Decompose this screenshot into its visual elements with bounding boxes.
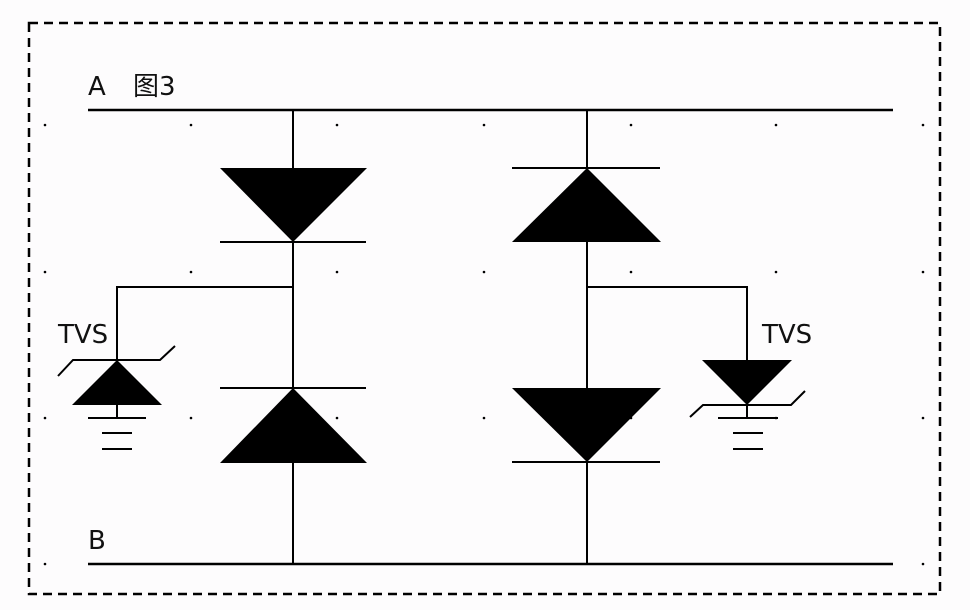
diode-d1 [220, 168, 367, 243]
rail-b-label: B [88, 526, 106, 556]
ground-icon-left [88, 417, 146, 450]
tvs-right [689, 360, 806, 418]
figure-title: 图3 [133, 72, 176, 102]
diode-d4 [512, 388, 661, 463]
rail-a-label: A [88, 72, 106, 102]
grid-dots [43, 123, 925, 566]
tvs-left-label: TVS [57, 320, 108, 350]
ground-icon-right [718, 417, 778, 450]
wires [116, 110, 748, 564]
diode-d2 [220, 387, 367, 463]
tvs-left [57, 345, 176, 418]
tvs-right-label: TVS [761, 320, 812, 350]
diode-d3 [512, 167, 661, 242]
dashed-frame [27, 21, 942, 596]
